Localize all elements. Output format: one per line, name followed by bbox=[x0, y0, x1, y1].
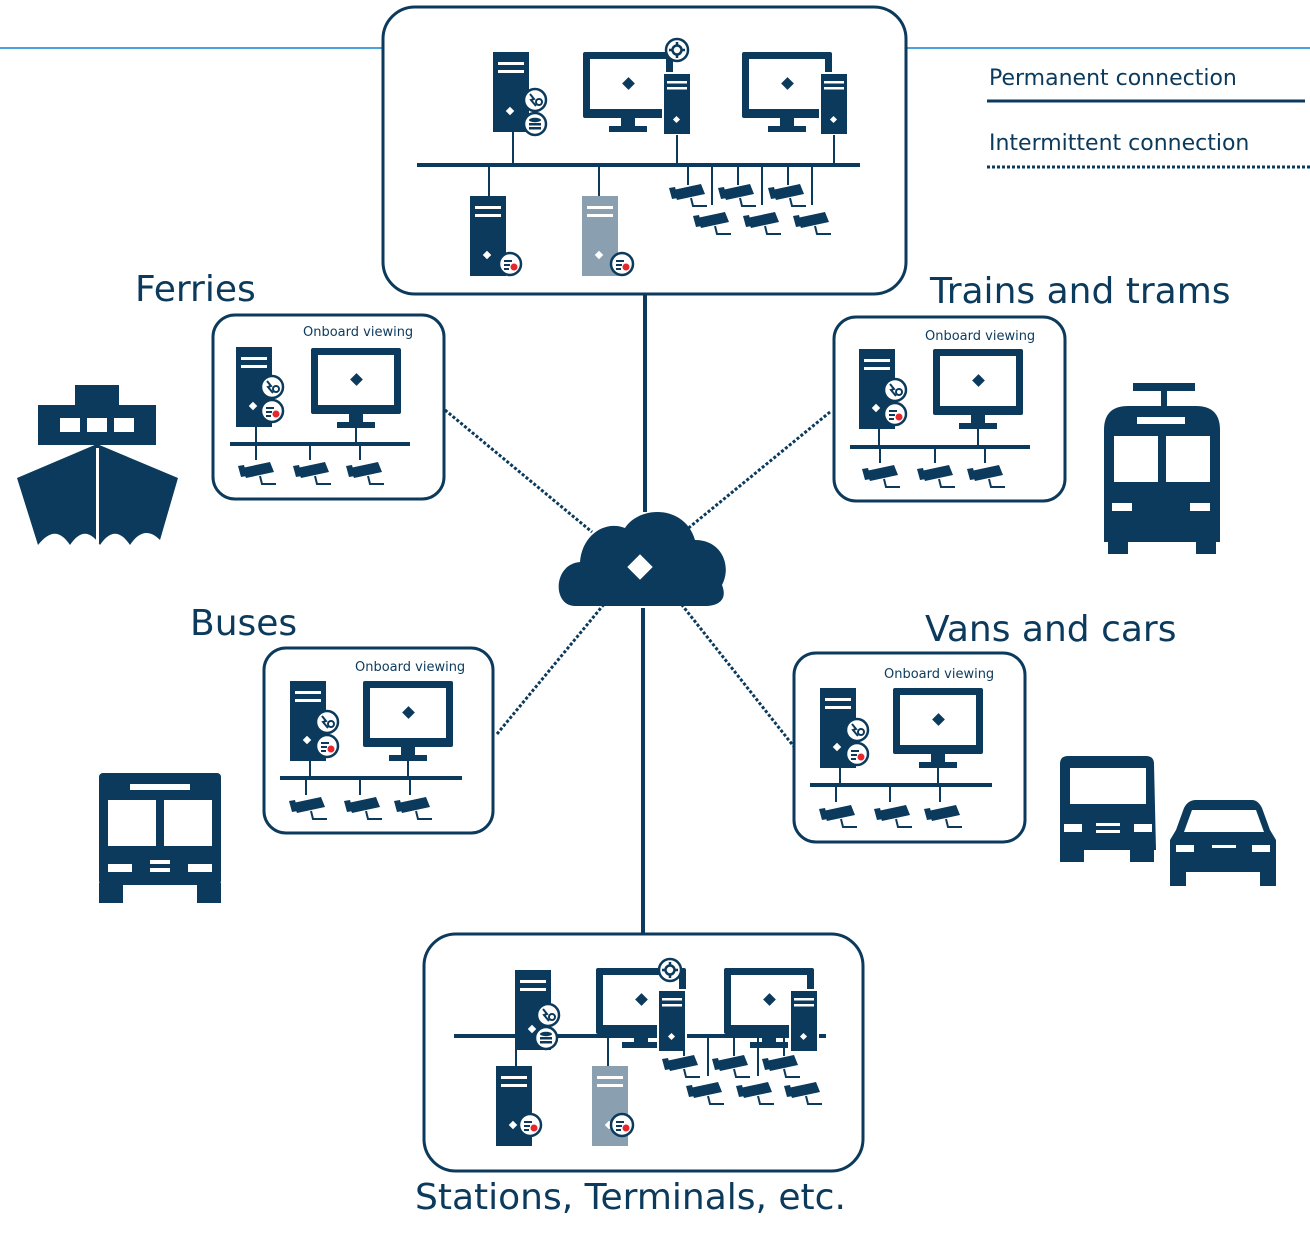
cloud-icon bbox=[558, 512, 726, 606]
trains-box bbox=[832, 315, 1067, 503]
permanent-links bbox=[641, 294, 647, 934]
vans-onboard-label: Onboard viewing bbox=[884, 667, 995, 682]
legend-intermittent-label: Intermittent connection bbox=[989, 131, 1250, 156]
top-site-box bbox=[381, 5, 908, 296]
intermittent-links bbox=[444, 408, 831, 749]
stations-label: Stations, Terminals, etc. bbox=[415, 1177, 846, 1218]
tram-icon bbox=[1104, 383, 1220, 554]
legend-permanent-label: Permanent connection bbox=[989, 66, 1237, 91]
trains-onboard-label: Onboard viewing bbox=[925, 329, 1036, 344]
van-icon bbox=[1060, 756, 1156, 862]
bus-icon bbox=[99, 773, 221, 903]
vans-label: Vans and cars bbox=[925, 609, 1177, 650]
vans-box bbox=[792, 651, 1027, 844]
ferries-onboard-label: Onboard viewing bbox=[303, 325, 414, 340]
trains-label: Trains and trams bbox=[930, 271, 1231, 312]
buses-label: Buses bbox=[190, 603, 298, 644]
bottom-site-box bbox=[422, 932, 865, 1173]
buses-onboard-label: Onboard viewing bbox=[355, 660, 466, 675]
buses-box bbox=[262, 646, 495, 835]
ship-icon bbox=[17, 385, 178, 545]
ferries-box bbox=[211, 313, 446, 501]
car-icon bbox=[1170, 800, 1276, 886]
ferries-label: Ferries bbox=[135, 269, 256, 310]
